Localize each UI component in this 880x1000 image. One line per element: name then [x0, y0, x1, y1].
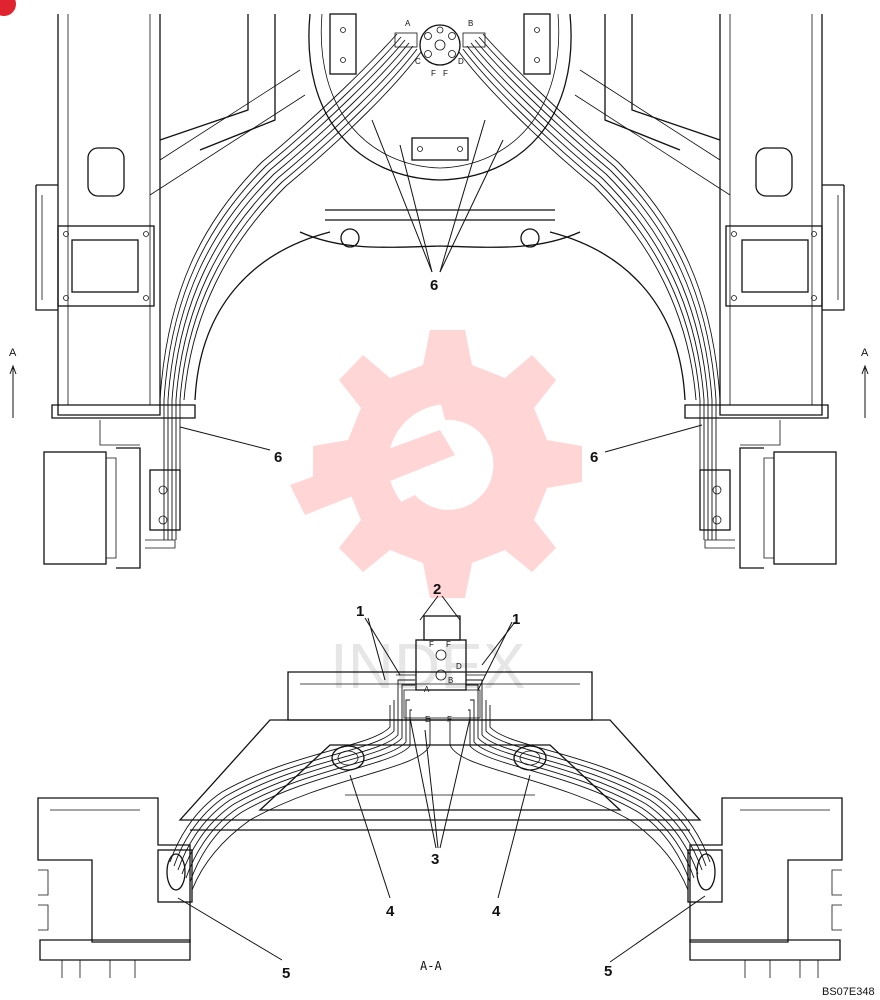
callout-4-right: 4 — [492, 903, 501, 920]
corner-badge — [0, 0, 16, 16]
port-label: A — [405, 19, 411, 28]
port-label: B — [448, 676, 453, 685]
section-arrow-right: A — [861, 347, 869, 418]
callout-3: 3 — [431, 851, 439, 868]
port-label: D — [458, 57, 464, 66]
callout-5-right: 5 — [604, 963, 612, 980]
port-label: F — [446, 640, 451, 649]
callout-4-left: 4 — [386, 903, 395, 920]
section-view-label: A-A — [420, 959, 442, 973]
section-callouts: 1 1 2 3 4 4 5 5 — [177, 581, 706, 982]
callout-6-right: 6 — [590, 449, 598, 466]
drawing-code: BS07E348 — [822, 986, 875, 998]
swivel-ports-bottom: F F D B A E F — [424, 640, 462, 724]
port-label: F — [431, 69, 436, 78]
section-arrow-label: A — [9, 347, 17, 359]
top-callouts: 6 6 6 — [179, 119, 703, 466]
callout-2: 2 — [433, 581, 441, 598]
section-hose-bundle-left — [169, 679, 431, 891]
watermark-gear-logo — [290, 330, 582, 598]
port-label: F — [447, 715, 452, 724]
port-label: F — [443, 69, 448, 78]
port-label: C — [415, 57, 421, 66]
port-label: D — [456, 662, 462, 671]
port-label: A — [424, 685, 430, 694]
callout-1-left: 1 — [356, 603, 364, 620]
port-label: B — [468, 19, 473, 28]
top-hose-bundle-left — [159, 33, 422, 540]
section-view-frame — [37, 615, 843, 978]
callout-1-right: 1 — [512, 611, 520, 628]
port-label: E — [425, 715, 430, 724]
swivel-ports-top: A B C D F F — [405, 19, 473, 78]
section-arrow-left: A — [9, 347, 17, 418]
callout-5-left: 5 — [282, 965, 290, 982]
section-arrow-label: A — [861, 347, 869, 359]
top-view-frame — [35, 13, 845, 569]
section-hose-bundle-right — [449, 679, 711, 891]
callout-6-center: 6 — [430, 277, 438, 294]
port-label: F — [429, 640, 434, 649]
top-hose-bundle-right — [458, 33, 721, 540]
callout-6-left: 6 — [274, 449, 282, 466]
